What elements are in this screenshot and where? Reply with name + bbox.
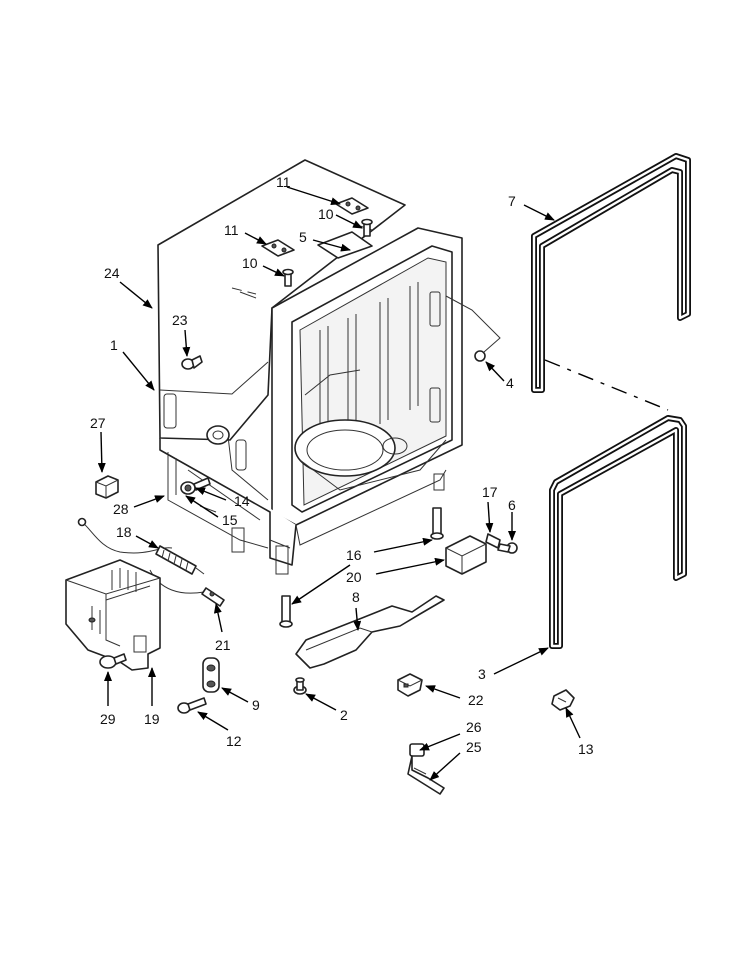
hinge-bracket-lower [261,239,295,257]
foot-2 [293,677,307,695]
callout-25: 25 [466,739,482,755]
callout-27: 27 [90,415,106,431]
screw-lower [282,268,294,287]
bracket-25-26 [407,743,445,795]
callout-3: 3 [478,666,486,682]
callout-11-lower: 11 [224,222,239,238]
callout-9: 9 [252,697,260,713]
hinge-bracket-upper [335,197,369,215]
callout-21: 21 [215,637,231,653]
clip-13 [551,689,575,711]
callout-18: 18 [116,524,132,540]
washer-17 [485,533,501,549]
gasket-3 [549,415,687,649]
callout-6: 6 [508,497,516,513]
bracket-20 [445,535,487,575]
callout-20: 20 [346,569,362,585]
screw-6 [497,542,518,554]
screw-upper [361,218,373,237]
plug-4 [474,350,486,362]
callout-13: 13 [578,741,594,757]
callout-15: 15 [222,512,238,528]
clip-22 [397,673,423,697]
callout-5: 5 [299,229,307,245]
callout-4: 4 [506,375,514,391]
callout-19: 19 [144,711,160,727]
callout-1: 1 [110,337,118,353]
grommet-9 [202,657,220,693]
screw-16-a [430,507,444,540]
callout-12: 12 [226,733,242,749]
callout-10-upper: 10 [318,206,334,222]
clip-27 [95,475,119,499]
plug-23 [181,355,203,370]
callout-labels: 11 10 11 10 5 24 23 1 27 28 14 15 18 21 … [90,174,594,757]
callout-11-upper: 11 [276,174,291,190]
bushing-14 [180,477,211,495]
callout-10-lower: 10 [242,255,258,271]
callout-8: 8 [352,589,360,605]
bracket-19 [65,559,161,671]
callout-17: 17 [482,484,498,500]
spring-cable-18 [77,517,225,607]
pin-29 [99,653,127,669]
callout-24: 24 [104,265,120,281]
callout-26: 26 [466,719,482,735]
gasket-7 [531,153,691,393]
tub-assembly [157,159,463,575]
callout-28: 28 [113,501,129,517]
cover-plate-8 [295,595,445,669]
screw-16-b [279,595,293,628]
callout-22: 22 [468,692,484,708]
callout-23: 23 [172,312,188,328]
screw-12 [177,697,207,714]
callout-16: 16 [346,547,362,563]
leader-lines [97,186,669,781]
callout-2: 2 [340,707,348,723]
callout-14: 14 [234,493,250,509]
callout-7: 7 [508,193,516,209]
callout-29: 29 [100,711,116,727]
